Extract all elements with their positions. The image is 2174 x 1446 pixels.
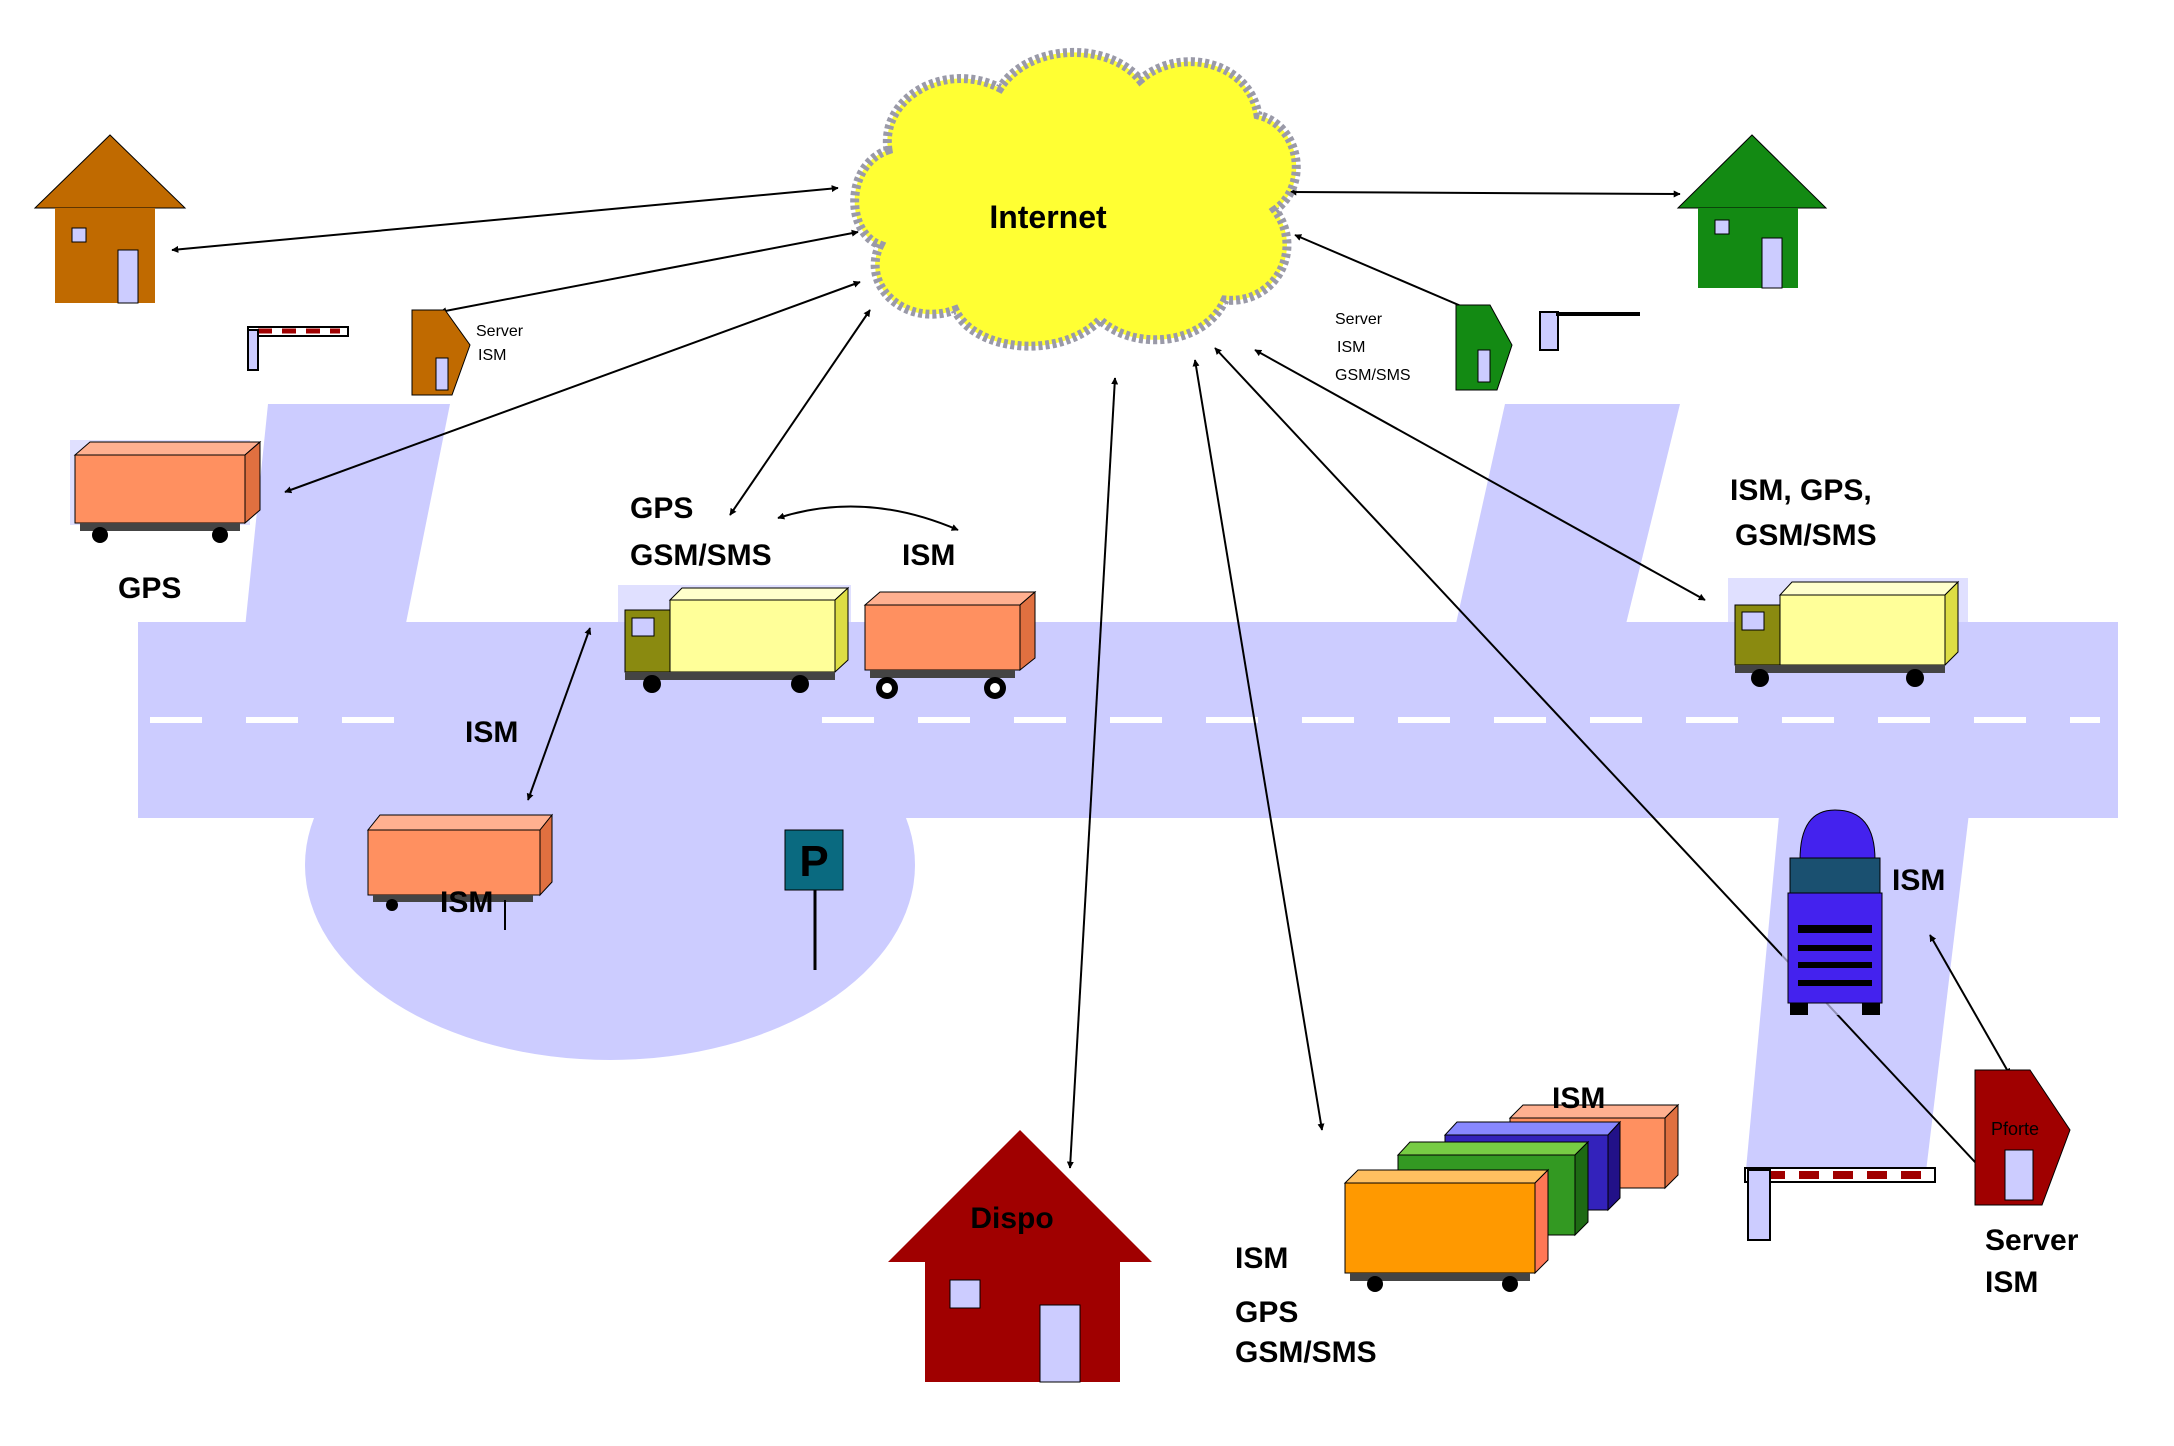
- gate-house: Pforte: [1974, 1069, 2071, 1206]
- arrow-internet-server-right: [1294, 234, 1476, 313]
- dispo-door: [1039, 1304, 1081, 1383]
- house-right-door: [1761, 237, 1783, 289]
- fleet-bottom-label-2: GPS: [1235, 1296, 1298, 1329]
- cloud-shape: [850, 48, 1301, 351]
- arrow-internet-dispo: [1066, 377, 1119, 1169]
- fleet-bottom-label-3: GSM/SMS: [1235, 1336, 1377, 1369]
- gate-barrier-bottom: [1744, 1167, 1936, 1241]
- front-truck-label: ISM: [1892, 864, 1945, 897]
- right-truck: [1728, 578, 1968, 687]
- parking-area: [305, 670, 915, 1060]
- house-left-window: [71, 227, 87, 243]
- road-side-right: [1455, 404, 1680, 628]
- arrow-internet-parked-truck: [284, 280, 861, 494]
- diagram-labels: GPS GPS GSM/SMS ISM ISM ISM ISM, GPS, GS…: [118, 474, 2079, 1369]
- server-bottom-label-1: Server: [1985, 1224, 2079, 1257]
- arrow-internet-gate-server: [1214, 347, 1989, 1177]
- server-left-line2: ISM: [478, 347, 506, 364]
- server-right-line3: GSM/SMS: [1335, 367, 1411, 384]
- road-link-label: ISM: [465, 716, 518, 749]
- connection-arrows: [171, 185, 2011, 1177]
- front-view-truck: [1782, 805, 1887, 1015]
- arrow-truck-parked-trailer: [526, 627, 592, 801]
- house-left-door: [117, 249, 139, 304]
- arrow-internet-server-left: [439, 229, 859, 315]
- gate-house-label: Pforte: [1991, 1119, 2039, 1139]
- fleet-top-label: ISM: [1552, 1082, 1605, 1115]
- house-dispo: Dispo: [888, 1130, 1152, 1383]
- center-trailer: [863, 590, 1037, 699]
- server-right-line2: ISM: [1337, 339, 1365, 356]
- parked-truck-label: GPS: [118, 572, 181, 605]
- center-trailer-label: ISM: [902, 539, 955, 572]
- arrow-internet-house-right: [1289, 188, 1681, 198]
- house-left: [33, 134, 187, 304]
- parking-trailer: [366, 813, 554, 930]
- right-truck-label-1: ISM, GPS,: [1730, 474, 1872, 507]
- gate-barrier-right: [1539, 311, 1640, 351]
- server-left-line1: Server: [476, 323, 524, 340]
- fleet-bottom-label-1: ISM: [1235, 1242, 1288, 1275]
- arrow-internet-house-left: [171, 185, 839, 253]
- internet-cloud: Internet: [850, 48, 1301, 351]
- server-left: Server ISM: [411, 309, 524, 396]
- internet-label: Internet: [989, 199, 1107, 235]
- center-truck-label-2: GSM/SMS: [630, 539, 772, 572]
- server-right: Server ISM GSM/SMS: [1335, 304, 1513, 391]
- trailer-fleet: [1343, 1103, 1680, 1292]
- right-truck-label-2: GSM/SMS: [1735, 519, 1877, 552]
- parked-trailer-left: [70, 440, 262, 543]
- arrow-internet-center-truck: [729, 309, 871, 516]
- center-truck: [618, 585, 851, 693]
- parking-sign: P: [784, 829, 844, 970]
- dispo-window: [949, 1279, 981, 1309]
- arrow-truck-trailer: [777, 505, 959, 531]
- parking-trailer-label: ISM: [440, 886, 493, 919]
- gate-barrier-left: [247, 326, 349, 371]
- road-side-left: [245, 404, 450, 628]
- fleet-trailer-orange-front: [1343, 1168, 1550, 1292]
- arrow-front-truck-server: [1929, 934, 2011, 1076]
- dispo-label: Dispo: [970, 1202, 1053, 1235]
- parking-sign-letter: P: [799, 837, 828, 886]
- server-right-line1: Server: [1335, 311, 1383, 328]
- server-bottom-label-2: ISM: [1985, 1266, 2038, 1299]
- center-truck-label-1: GPS: [630, 492, 693, 525]
- house-right: [1676, 134, 1828, 289]
- house-right-window: [1714, 219, 1730, 235]
